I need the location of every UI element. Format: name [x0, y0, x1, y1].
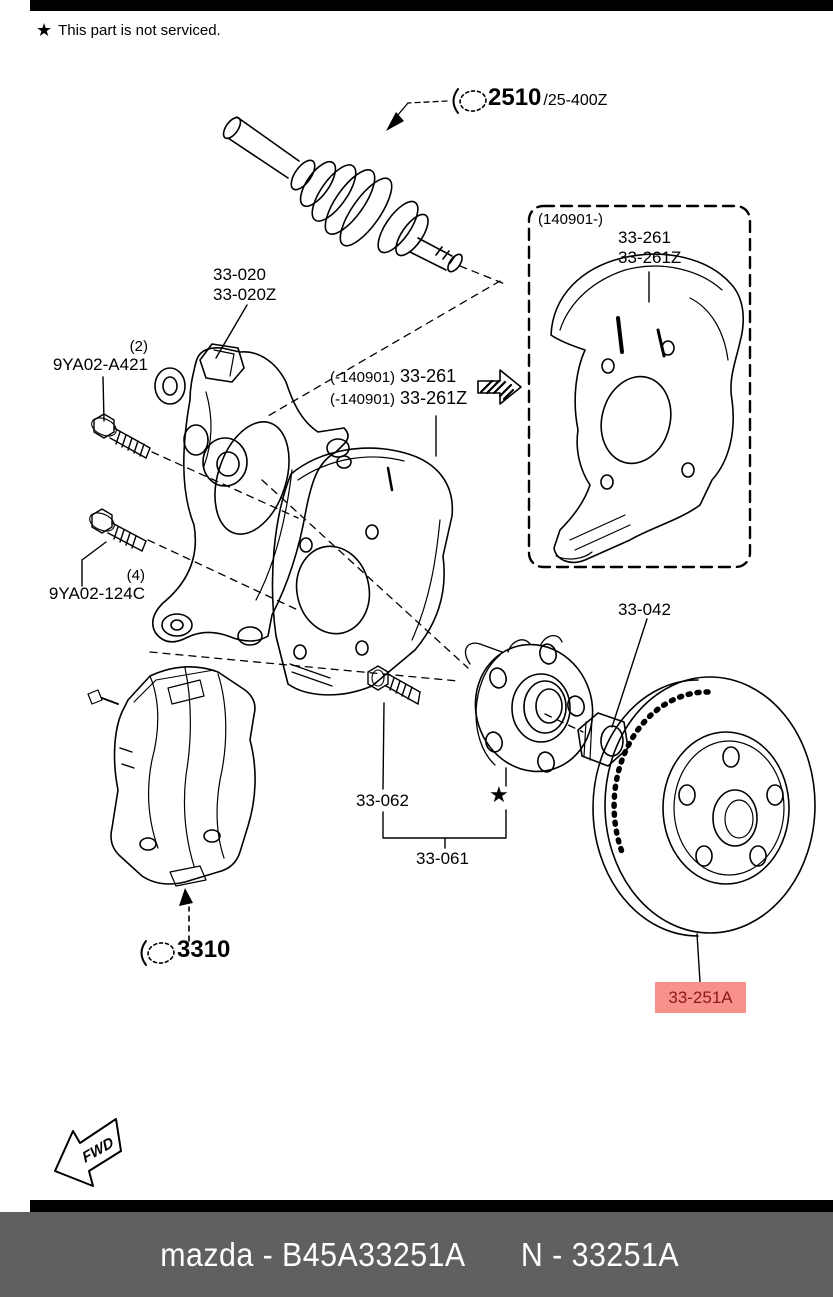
leader-lines [81, 271, 701, 983]
part-number-suffix: /25-400Z [543, 92, 608, 109]
lower-bolt-drawing [89, 508, 147, 552]
star-icon: ★ [36, 20, 53, 40]
highlighted-part-brake-disc[interactable]: 33-251A [655, 982, 746, 1013]
caliper-pointer-arrow [179, 888, 193, 942]
label-lower-bolt[interactable]: (4) 9YA02-124C [40, 567, 145, 604]
knuckle-drawing [152, 343, 352, 646]
section-ref-icon [452, 88, 487, 114]
bottom-bar [30, 1200, 833, 1212]
part-number: 33-261Z [618, 248, 682, 267]
label-knuckle[interactable]: 33-020 33-020Z [213, 265, 276, 305]
axle-pointer-arrow [386, 100, 448, 131]
construction-lines [147, 265, 584, 733]
note-text: This part is not serviced. [58, 21, 221, 39]
top-bar [30, 0, 833, 11]
hub-bolt-drawing [367, 665, 421, 705]
footer-part-code: mazda - B45A33251A [159, 1235, 466, 1273]
not-serviced-note: ★ This part is not serviced. [36, 21, 221, 39]
quantity: (2) [129, 338, 148, 355]
date-code: (-140901) [330, 391, 396, 408]
quantity: (4) [126, 567, 145, 584]
label-dust-shield-new[interactable]: 33-261 33-261Z [618, 228, 681, 268]
part-number: 33-020 [213, 265, 266, 284]
variant-box-date: (140901-) [538, 211, 604, 228]
label-upper-bolt[interactable]: (2) 9YA02-A421 [45, 338, 148, 375]
hub-drawing [464, 635, 594, 773]
label-hub-nut[interactable]: 33-042 [618, 600, 671, 619]
footer-catalog-number: N - 33251A [521, 1235, 680, 1273]
part-ref-3310[interactable]: 3310 [177, 936, 230, 964]
not-serviced-star-icon: ★ [489, 782, 509, 807]
drive-shaft-drawing [222, 116, 463, 273]
footer-bar: mazda - B45A33251A N - 33251A [0, 1212, 833, 1297]
part-ref-2510[interactable]: 2510 /25-400Z [488, 84, 607, 112]
part-number: 2510 [488, 84, 542, 111]
label-hub-assembly[interactable]: 33-061 [416, 849, 469, 868]
part-number: 33-261Z [400, 388, 468, 408]
part-number: 3310 [177, 936, 231, 963]
fwd-arrow: FWD [54, 1118, 122, 1187]
caliper-drawing [87, 666, 256, 887]
dust-shield-new-drawing [550, 253, 745, 564]
disc-drawing [592, 676, 816, 937]
part-number: 33-261 [400, 366, 457, 386]
part-number: 9YA02-124C [48, 584, 145, 603]
label-hub-bolt[interactable]: 33-062 [356, 791, 409, 810]
part-number: 33-261 [618, 228, 671, 247]
label-dust-shield-old[interactable]: (-140901) 33-261 (-140901) 33-261Z [330, 366, 467, 410]
date-code: (-140901) [330, 369, 396, 386]
variant-box [527, 204, 752, 569]
part-number: 33-020Z [213, 285, 277, 304]
section-ref-icon [140, 940, 175, 966]
dust-shield-old-drawing [271, 447, 454, 696]
change-arrow-icon [477, 369, 522, 405]
upper-bolt-drawing [91, 413, 151, 459]
part-number: 9YA02-A421 [52, 355, 148, 374]
